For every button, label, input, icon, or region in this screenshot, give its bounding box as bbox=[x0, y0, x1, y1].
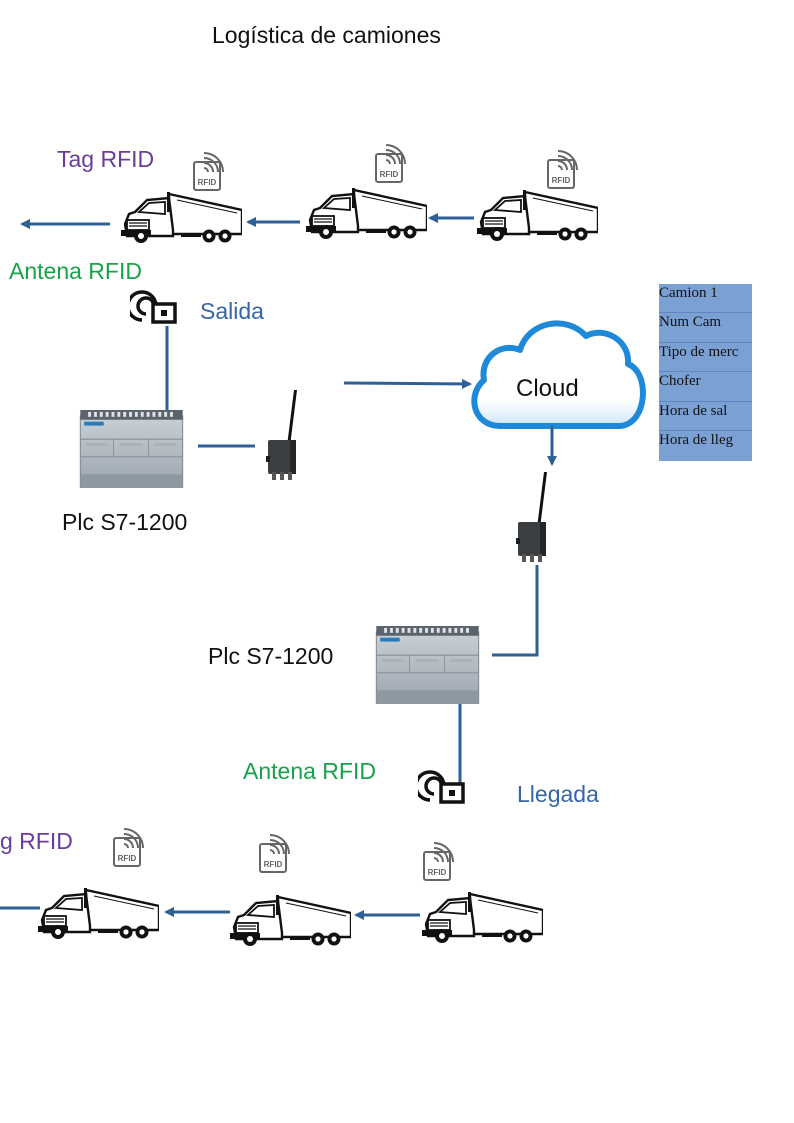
tag-rfid-label-bottom: g RFID bbox=[0, 828, 73, 854]
plc-icon bbox=[375, 626, 480, 704]
plc-icon bbox=[79, 410, 184, 488]
info-row-chofer: Chofer bbox=[659, 372, 752, 402]
rfid-tag-icon bbox=[375, 144, 406, 183]
cloud-icon bbox=[471, 320, 646, 429]
truck-icon bbox=[228, 893, 351, 948]
info-row-hora-sal: Hora de sal bbox=[659, 402, 752, 431]
tag-rfid-label-top: Tag RFID bbox=[57, 146, 155, 172]
info-row-tipo-merc: Tipo de merc bbox=[659, 343, 752, 373]
rfid-tag-icon bbox=[193, 152, 224, 191]
antena-rfid-label-bottom: Antena RFID bbox=[243, 758, 376, 784]
truck-icon bbox=[36, 886, 159, 941]
connection-module-plc bbox=[492, 565, 539, 657]
page-title: Logística de camiones bbox=[212, 22, 441, 48]
truck-icon bbox=[420, 890, 543, 945]
info-row-camion: Camion 1 bbox=[659, 284, 752, 314]
rfid-tag-icon bbox=[259, 834, 290, 873]
plc-label-top: Plc S7-1200 bbox=[62, 509, 188, 535]
wireless-module-icon bbox=[516, 472, 547, 562]
truck-icon bbox=[304, 186, 427, 241]
info-row-hora-lleg: Hora de lleg bbox=[659, 431, 734, 448]
rfid-tag-icon bbox=[547, 150, 578, 189]
salida-label: Salida bbox=[200, 298, 264, 324]
wireless-module-icon bbox=[266, 390, 297, 480]
llegada-label: Llegada bbox=[517, 781, 599, 807]
rfid-antenna-icon bbox=[418, 770, 465, 806]
rfid-antenna-icon bbox=[130, 290, 177, 326]
plc-label-bottom: Plc S7-1200 bbox=[208, 643, 334, 669]
truck-icon bbox=[119, 190, 242, 245]
truck-info-table: Camion 1 Num Cam Tipo de merc Chofer Hor… bbox=[659, 284, 752, 461]
truck-icon bbox=[475, 188, 598, 243]
arrow-to-cloud bbox=[343, 378, 472, 389]
rfid-tag-icon bbox=[423, 842, 454, 881]
antena-rfid-label-top: Antena RFID bbox=[9, 258, 142, 284]
cloud-label: Cloud bbox=[516, 375, 579, 402]
rfid-tag-icon bbox=[113, 828, 144, 867]
info-row-num-cam: Num Cam bbox=[659, 313, 752, 343]
